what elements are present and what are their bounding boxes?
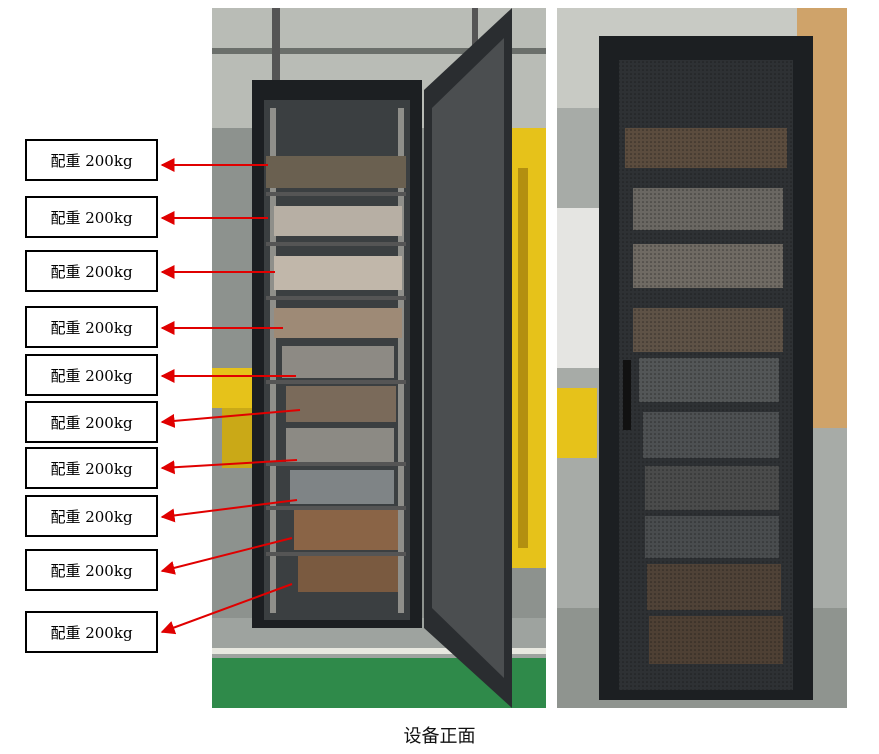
weight-label-6: 配重 200kg <box>25 401 158 443</box>
weight-label-8: 配重 200kg <box>25 495 158 537</box>
weight-label-text: 配重 200kg <box>50 507 133 526</box>
weight-label-text: 配重 200kg <box>50 459 133 478</box>
weight-label-text: 配重 200kg <box>50 366 133 385</box>
weight-label-4: 配重 200kg <box>25 306 158 348</box>
weight-label-text: 配重 200kg <box>50 623 133 642</box>
weight-label-7: 配重 200kg <box>25 447 158 489</box>
weight-label-text: 配重 200kg <box>50 413 133 432</box>
weight-label-10: 配重 200kg <box>25 611 158 653</box>
arrow-9 <box>160 537 293 575</box>
arrow-10 <box>160 583 293 635</box>
photo-cabinet-open <box>212 8 546 708</box>
photo-cabinet-closed <box>557 8 847 708</box>
arrow-8 <box>160 499 298 523</box>
weight-label-2: 配重 200kg <box>25 196 158 238</box>
weight-label-text: 配重 200kg <box>50 151 133 170</box>
weight-label-5: 配重 200kg <box>25 354 158 396</box>
weight-label-9: 配重 200kg <box>25 549 158 591</box>
weight-label-text: 配重 200kg <box>50 262 133 281</box>
weight-label-text: 配重 200kg <box>50 208 133 227</box>
arrow-6 <box>160 409 301 428</box>
cabinet-closed-illustration <box>557 8 847 708</box>
arrow-7 <box>160 459 298 475</box>
figure-caption: 设备正面 <box>403 726 476 747</box>
cabinet-open-illustration <box>212 8 546 708</box>
weight-label-1: 配重 200kg <box>25 139 158 181</box>
weight-label-text: 配重 200kg <box>50 561 133 580</box>
weight-label-3: 配重 200kg <box>25 250 158 292</box>
weight-label-text: 配重 200kg <box>50 318 133 337</box>
